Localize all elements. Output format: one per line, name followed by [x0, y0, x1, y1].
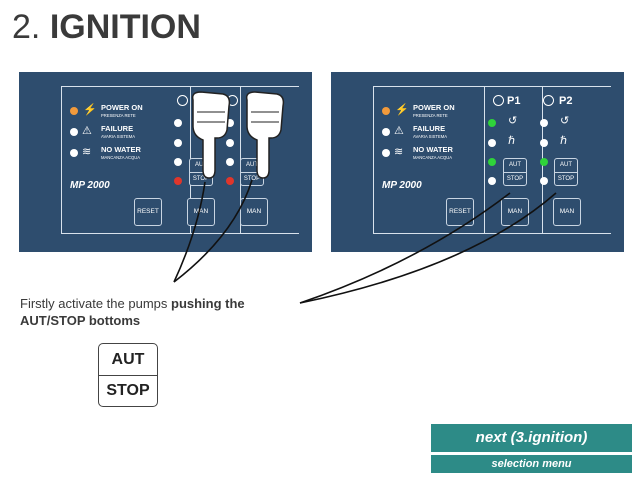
- caption-bold-2: AUT/STOP bottoms: [20, 313, 141, 328]
- failure-sublabel: AVARIA SISTEMA: [413, 134, 448, 139]
- pump1-label: P1: [507, 95, 521, 107]
- no-water-icon: ≋: [394, 146, 404, 158]
- pointing-hand-icon: [191, 91, 231, 179]
- pump-rotation-icon: [493, 95, 504, 106]
- no-water-led: [70, 149, 78, 157]
- pump1-man-button[interactable]: MAN: [501, 198, 529, 226]
- pump-rotation-icon: ↺: [560, 115, 570, 127]
- divider: [484, 87, 485, 233]
- failure-icon: ⚠: [82, 125, 92, 137]
- pump-rotation-icon: [543, 95, 554, 106]
- pump2-aut-led: [540, 158, 548, 166]
- aut-label: AUT: [504, 159, 526, 173]
- no-water-sublabel: MANCANZA ACQUA: [413, 155, 453, 160]
- pump-rotation-icon: ↺: [508, 115, 518, 127]
- caption-bold-1: pushing the: [171, 296, 245, 311]
- stop-label: STOP: [506, 176, 524, 182]
- title-word: IGNITION: [49, 8, 201, 46]
- pump2-run-led: [540, 119, 548, 127]
- aut-label: AUT: [241, 159, 263, 173]
- pump2-aut-led: [226, 158, 234, 166]
- aut-label: AUT: [99, 344, 157, 376]
- pump1-aut-led: [488, 158, 496, 166]
- pump1-aut-led: [174, 158, 182, 166]
- pump2-fault-led: [540, 139, 548, 147]
- page-title: 2. IGNITION: [12, 8, 201, 47]
- pump2-aut-stop-button[interactable]: AUT STOP: [554, 158, 578, 186]
- failure-led: [382, 128, 390, 136]
- callout-line: [173, 181, 206, 283]
- panel-right: ⚡ POWER ON PRESENZA RETE ⚠ FAILURE AVARI…: [331, 72, 624, 252]
- pump2-label: P2: [559, 95, 573, 107]
- stop-label: STOP: [557, 176, 575, 182]
- power-on-sublabel: PRESENZA RETE: [101, 113, 136, 118]
- no-water-label: NO WATER: [413, 145, 453, 154]
- power-on-label: POWER ON: [101, 103, 143, 112]
- power-on-label: POWER ON: [413, 103, 455, 112]
- stop-label: STOP: [243, 176, 261, 182]
- title-number: 2.: [12, 8, 41, 46]
- pump-fault-icon: ℏ: [560, 135, 567, 147]
- power-on-sublabel: PRESENZA RETE: [413, 113, 448, 118]
- pump2-man-button[interactable]: MAN: [553, 198, 581, 226]
- pump2-stop-led: [226, 177, 234, 185]
- pointing-hand-icon: [245, 91, 285, 179]
- caption-plain: Firstly activate the pumps: [20, 296, 171, 311]
- reset-button[interactable]: RESET: [134, 198, 162, 226]
- aut-label: AUT: [555, 159, 577, 173]
- no-water-label: NO WATER: [101, 145, 141, 154]
- pump2-fault-led: [226, 139, 234, 147]
- stop-label: STOP: [106, 382, 150, 399]
- failure-sublabel: AVARIA SISTEMA: [101, 134, 136, 139]
- panel-left: ⚡ POWER ON PRESENZA RETE ⚠ FAILURE AVARI…: [19, 72, 312, 252]
- stop-label: STOP: [192, 176, 210, 182]
- callout-line: [299, 192, 557, 304]
- power-icon: ⚡: [83, 104, 97, 116]
- pump-rotation-icon: [177, 95, 188, 106]
- pump2-stop-led: [540, 177, 548, 185]
- failure-label: FAILURE: [101, 124, 134, 133]
- no-water-led: [382, 149, 390, 157]
- power-led: [382, 107, 390, 115]
- callout-line: [299, 192, 511, 304]
- power-icon: ⚡: [395, 104, 409, 116]
- pump1-stop-led: [488, 177, 496, 185]
- pump1-fault-led: [174, 139, 182, 147]
- no-water-icon: ≋: [82, 146, 92, 158]
- pump1-stop-led: [174, 177, 182, 185]
- aut-label: AUT: [190, 159, 212, 173]
- pump1-run-led: [174, 119, 182, 127]
- pump2-man-button[interactable]: MAN: [240, 198, 268, 226]
- pump1-run-led: [488, 119, 496, 127]
- next-button[interactable]: next (3.ignition): [431, 424, 632, 452]
- pump-fault-icon: ℏ: [508, 135, 515, 147]
- power-led: [70, 107, 78, 115]
- failure-label: FAILURE: [413, 124, 446, 133]
- selection-menu-button[interactable]: selection menu: [431, 455, 632, 473]
- pump1-fault-led: [488, 139, 496, 147]
- aut-stop-illustration-button: AUT STOP: [98, 343, 158, 407]
- callout-line: [173, 179, 253, 283]
- failure-icon: ⚠: [394, 125, 404, 137]
- model-label: MP 2000: [382, 180, 422, 191]
- pump2-run-led: [226, 119, 234, 127]
- pump1-aut-stop-button[interactable]: AUT STOP: [503, 158, 527, 186]
- failure-led: [70, 128, 78, 136]
- no-water-sublabel: MANCANZA ACQUA: [101, 155, 141, 160]
- model-label: MP 2000: [70, 180, 110, 191]
